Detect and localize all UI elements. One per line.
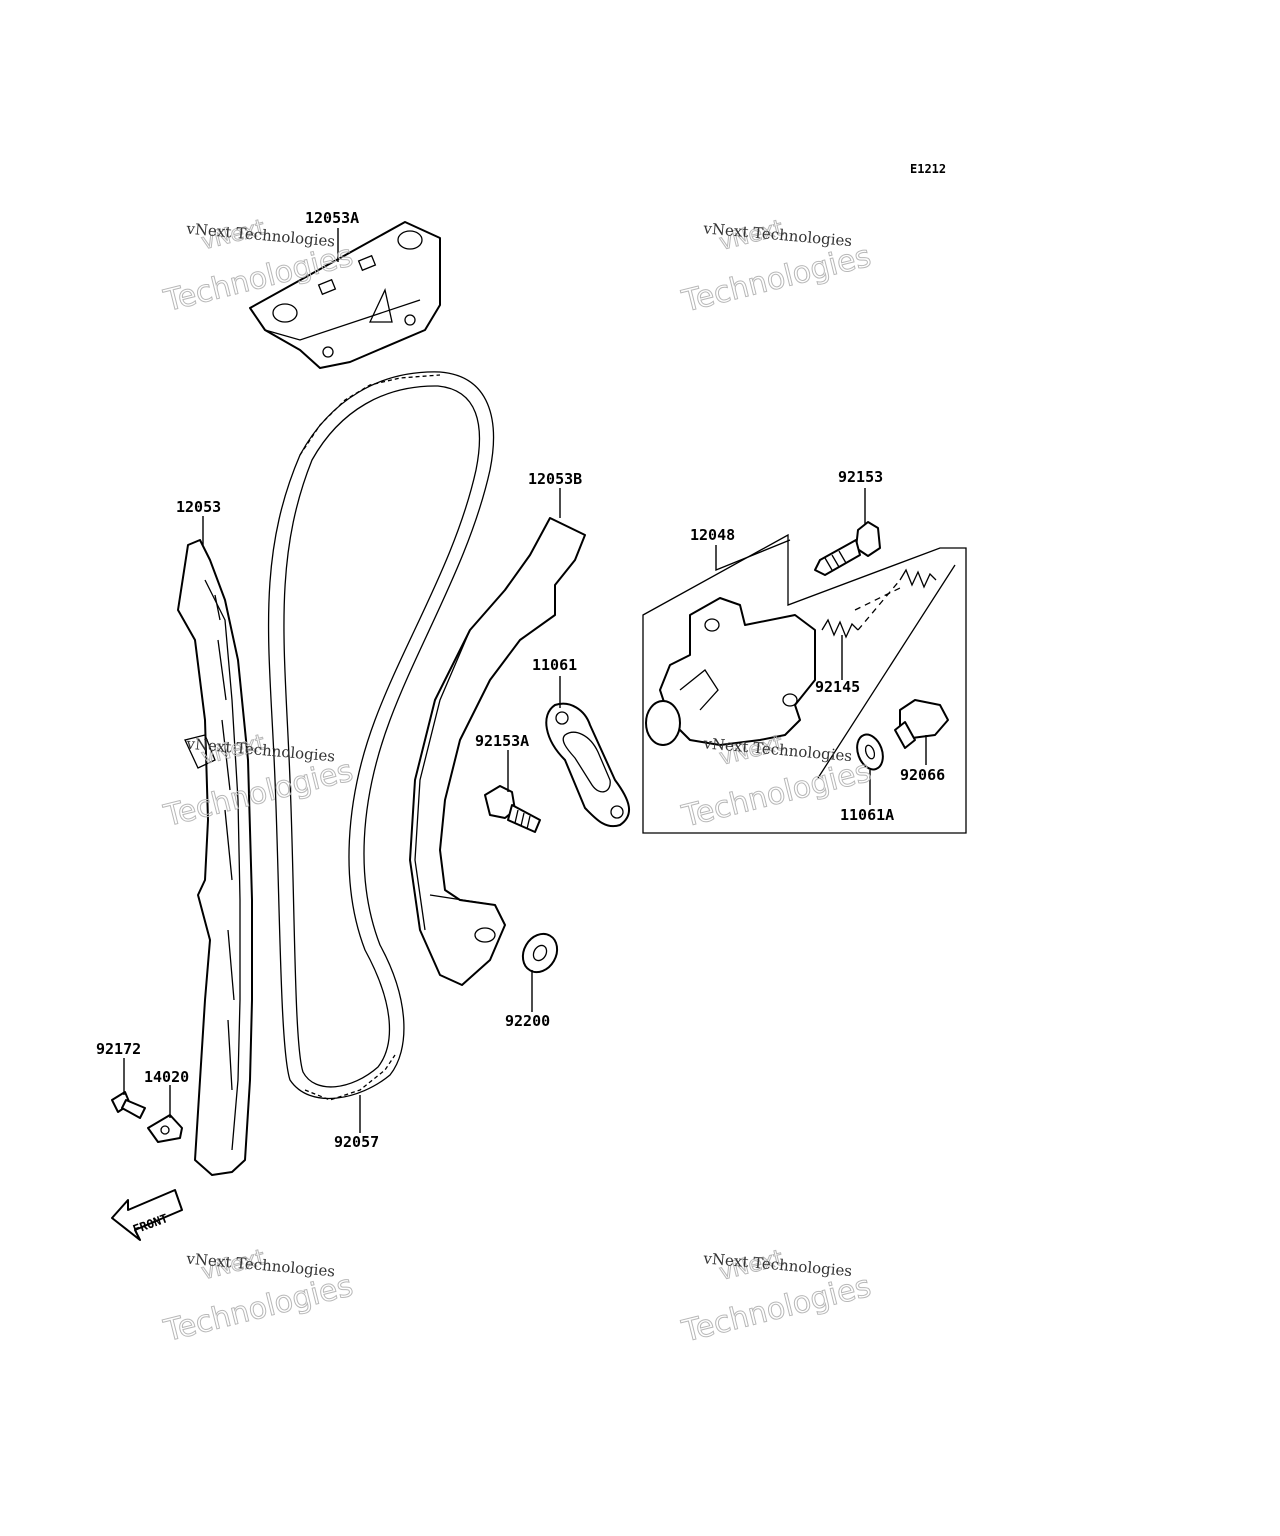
label-11061A: 11061A	[840, 806, 894, 824]
chain-links-bottom	[304, 1054, 396, 1101]
label-92172: 92172	[96, 1040, 141, 1058]
chain-guide-upper-12053A	[249, 221, 441, 369]
diagram-code: E1212	[910, 162, 946, 176]
front-arrow: FRONT	[111, 1189, 183, 1241]
label-11061: 11061	[532, 656, 577, 674]
chain-guide-12053B	[409, 517, 586, 986]
watermark-big: Technologies	[160, 753, 356, 834]
plate-14020	[147, 1114, 183, 1143]
watermark-big: Technologies	[160, 1268, 356, 1349]
timing-chain-92057	[267, 371, 495, 1101]
label-92153A: 92153A	[475, 732, 529, 750]
watermark-mid-left: Technologies vNext vNext Technologies	[160, 730, 357, 835]
label-92057: 92057	[334, 1133, 379, 1151]
label-92153: 92153	[838, 468, 883, 486]
label-12048: 12048	[690, 526, 735, 544]
tensioner-assembly-12048	[642, 521, 967, 834]
label-12053: 12053	[176, 498, 221, 516]
watermark-top-right: Technologies vNext vNext Technologies	[678, 215, 875, 320]
gasket-11061	[545, 702, 630, 828]
leader-lines	[123, 228, 927, 1133]
watermark-bottom-left: Technologies vNext vNext Technologies	[160, 1245, 357, 1350]
watermark-big: Technologies	[678, 1269, 874, 1350]
watermark-big: Technologies	[678, 239, 874, 320]
label-92066: 92066	[900, 766, 945, 784]
chain-links-top	[299, 374, 441, 456]
label-92200: 92200	[505, 1012, 550, 1030]
label-12053A: 12053A	[305, 209, 359, 227]
label-92145: 92145	[815, 678, 860, 696]
label-14020: 14020	[144, 1068, 189, 1086]
washer-92200	[521, 932, 559, 974]
label-12053B: 12053B	[528, 470, 582, 488]
watermark-bottom-right: Technologies vNext vNext Technologies	[678, 1245, 875, 1350]
chain-guide-12053	[177, 539, 253, 1176]
bolt-92153A	[484, 785, 541, 833]
bolt-92172	[111, 1091, 146, 1119]
